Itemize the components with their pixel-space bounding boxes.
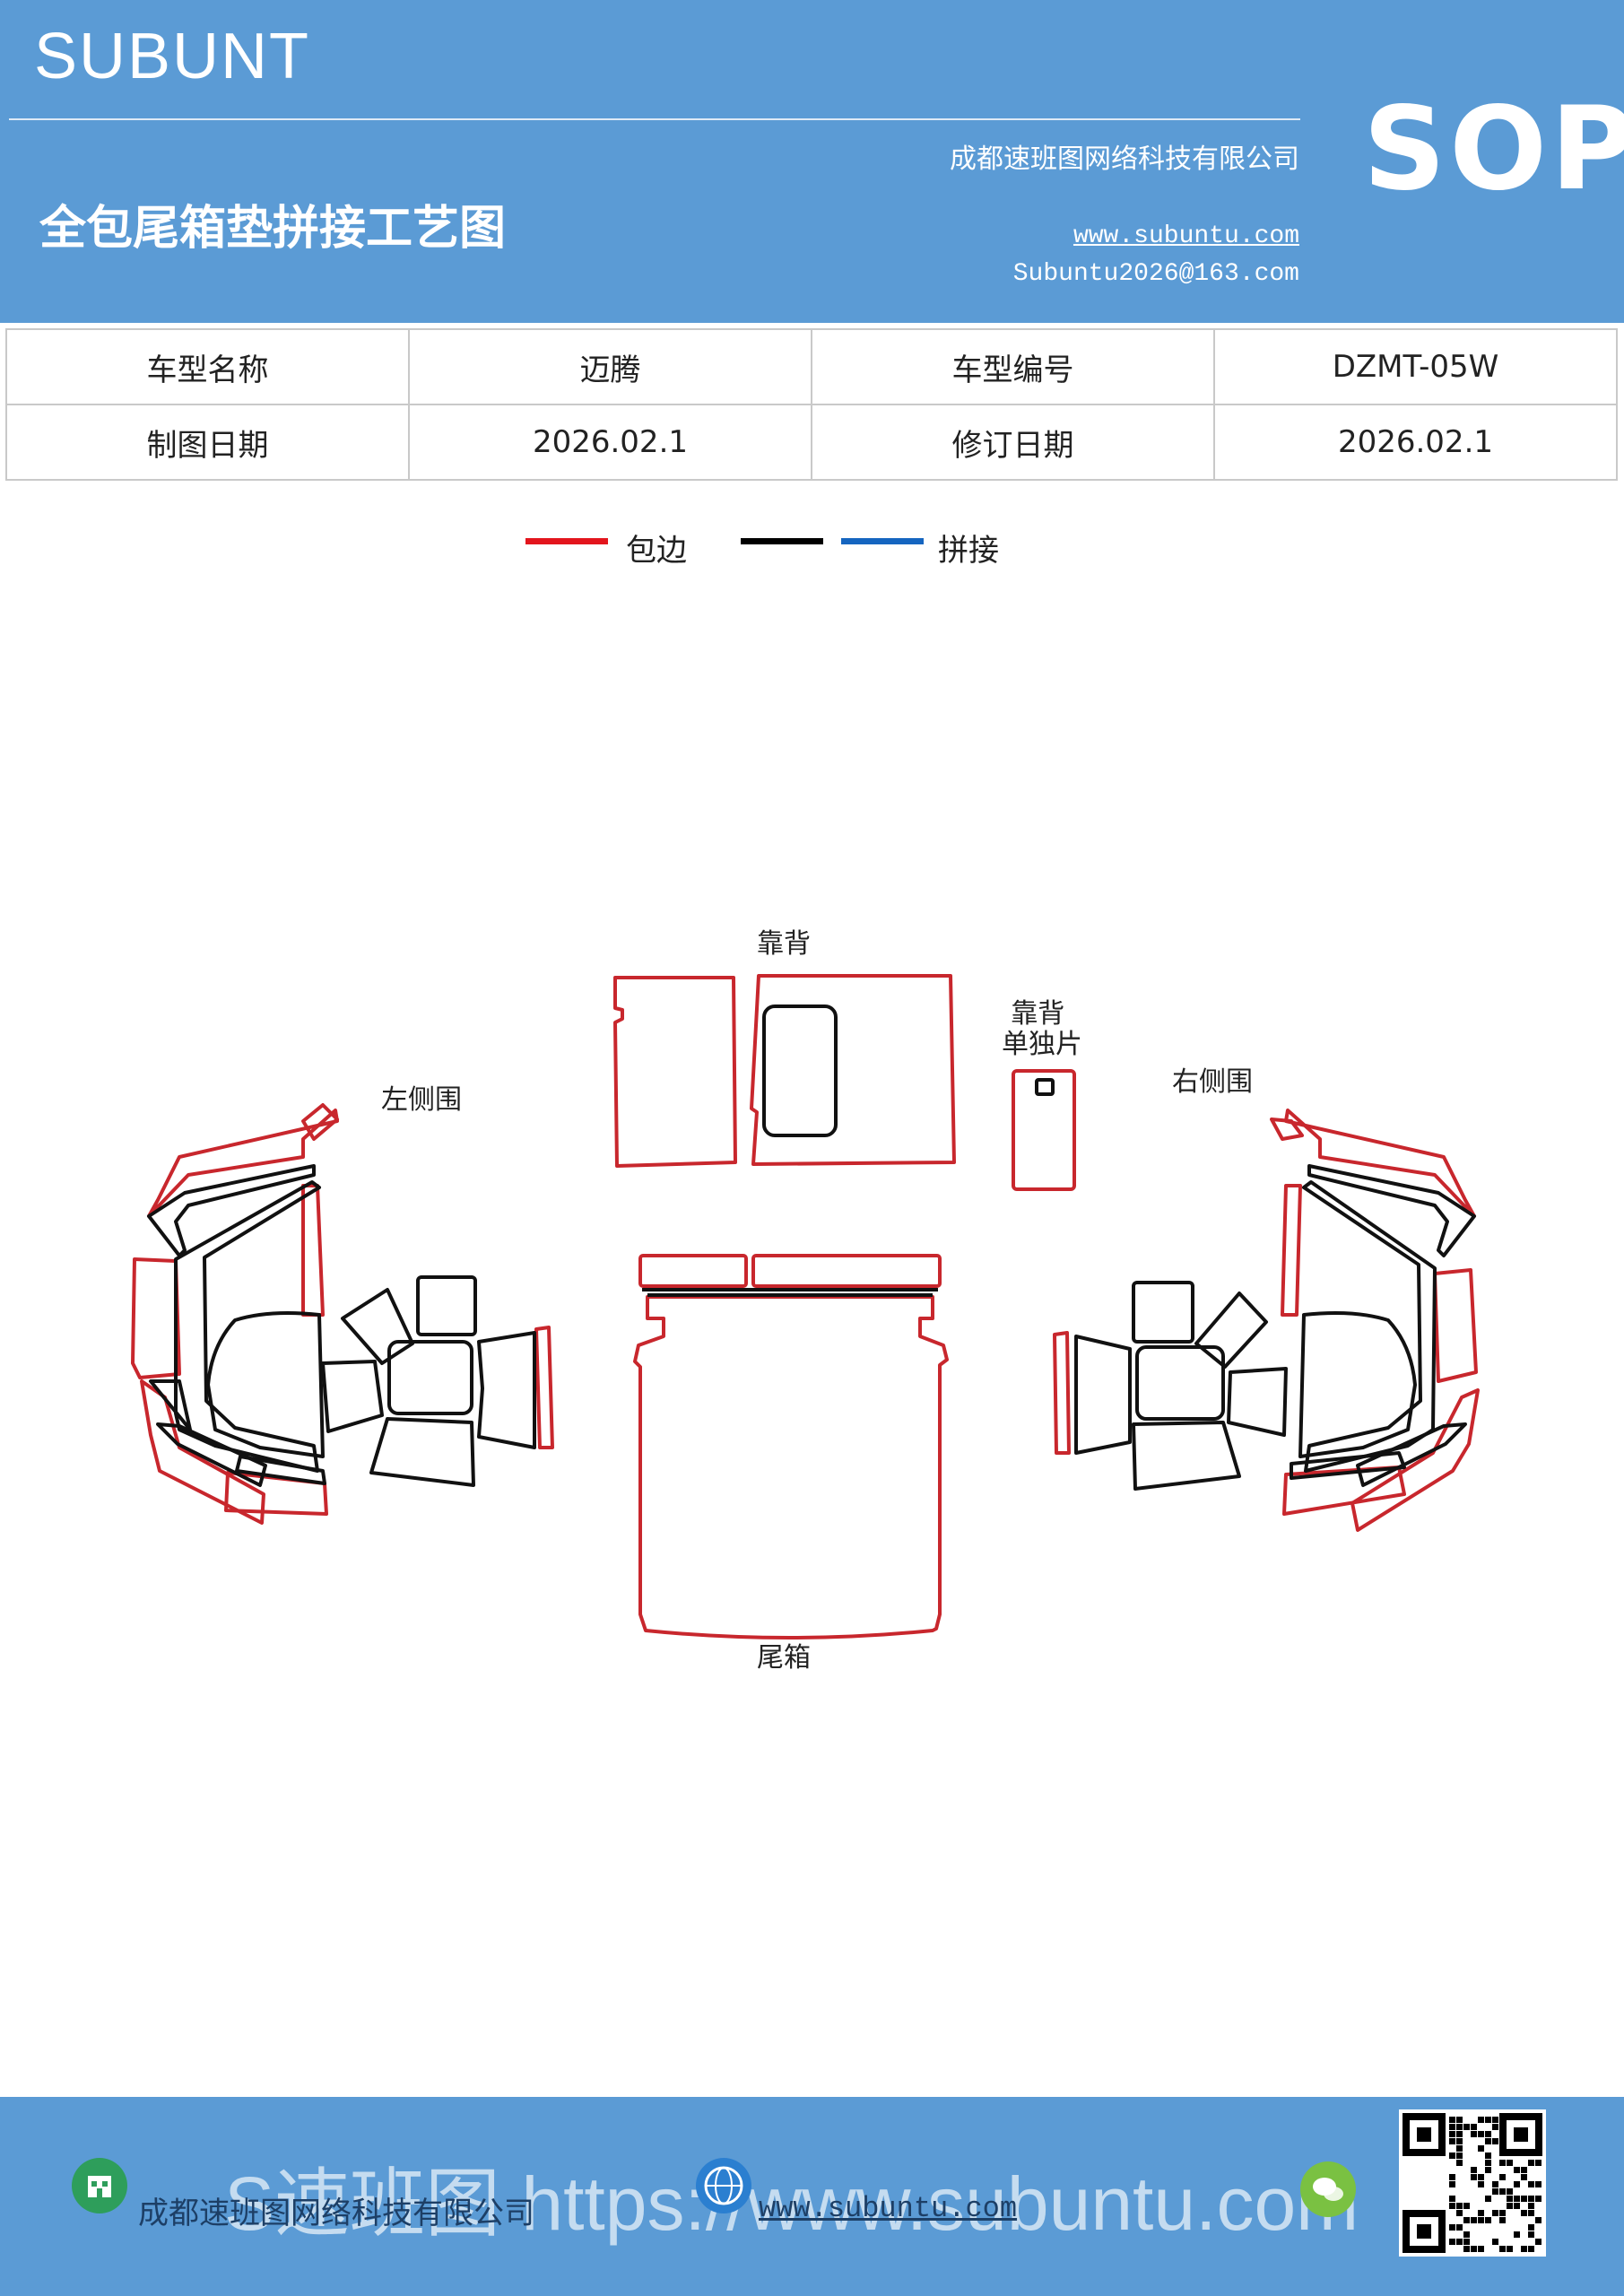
legend-label-edge: 包边 bbox=[626, 533, 687, 569]
header-divider bbox=[9, 118, 1300, 120]
table-cell: 2026.02.1 bbox=[1213, 404, 1618, 481]
left-side-inner-seam bbox=[174, 1180, 321, 1473]
label-trunk: 尾箱 bbox=[757, 1642, 811, 1674]
table-cell: 制图日期 bbox=[5, 404, 410, 481]
left-side-upper-seam bbox=[147, 1164, 316, 1257]
brand-name: SUBUNT bbox=[34, 21, 311, 92]
right-cluster-piece-5 bbox=[1074, 1335, 1132, 1455]
trunk-top-strip-right bbox=[751, 1254, 942, 1288]
label-left-side: 左侧围 bbox=[381, 1084, 462, 1116]
right-side-corner-piece bbox=[1270, 1118, 1304, 1141]
backrest-right-piece bbox=[750, 974, 956, 1166]
legend-label-seam: 拼接 bbox=[938, 533, 999, 569]
right-side-bottom-seam bbox=[1290, 1451, 1406, 1480]
left-side-bottom-seam bbox=[235, 1455, 326, 1485]
left-side-lower-piece bbox=[140, 1379, 265, 1525]
backrest-left-piece bbox=[613, 976, 737, 1168]
left-side-outer-piece bbox=[131, 1257, 181, 1379]
vehicle-info-table: 车型名称 迈腾 车型编号 DZMT-05W 制图日期 2026.02.1 修订日… bbox=[5, 328, 1618, 481]
table-row: 制图日期 2026.02.1 修订日期 2026.02.1 bbox=[5, 404, 1618, 481]
left-cluster-piece-5 bbox=[477, 1331, 536, 1449]
right-cluster-piece-6 bbox=[1132, 1421, 1241, 1491]
table-cell: 迈腾 bbox=[408, 328, 812, 405]
mat-cutting-diagram: 靠背 靠背 单独片 左侧围 右侧围 尾箱 bbox=[131, 928, 1480, 1674]
document-title: 全包尾箱垫拼接工艺图 bbox=[39, 202, 507, 256]
right-side-lower-piece bbox=[1350, 1388, 1480, 1532]
backrest-single-piece bbox=[1012, 1069, 1076, 1191]
left-side-corner-piece bbox=[301, 1103, 339, 1141]
right-cluster-piece-2 bbox=[1132, 1281, 1194, 1344]
right-side-upper-seam bbox=[1307, 1164, 1476, 1257]
website-link[interactable]: www.subuntu.com bbox=[1073, 222, 1299, 250]
legend-swatch-seam-black bbox=[741, 538, 823, 544]
building-icon bbox=[72, 2158, 127, 2213]
trunk-top-strip-left bbox=[638, 1254, 748, 1288]
right-side-inner-curve bbox=[1298, 1311, 1417, 1458]
qr-code bbox=[1399, 2109, 1546, 2257]
sop-badge: SOP bbox=[1363, 83, 1624, 216]
right-cluster-piece-1 bbox=[1194, 1292, 1268, 1369]
right-cluster-piece-3 bbox=[1135, 1345, 1225, 1421]
right-side-top-piece bbox=[1284, 1109, 1476, 1218]
legend: 包边 拼接 bbox=[525, 526, 1064, 570]
left-side-vertical-piece bbox=[301, 1184, 325, 1317]
left-cluster-piece-2 bbox=[416, 1275, 477, 1336]
footer-watermark: S速班图 https://www.subuntu.com bbox=[224, 2161, 1359, 2246]
right-side-inner-seam bbox=[1302, 1180, 1437, 1473]
globe-icon bbox=[696, 2158, 751, 2213]
left-cluster-piece-4 bbox=[321, 1360, 384, 1433]
left-side-top-piece bbox=[147, 1109, 339, 1218]
backrest-single-hole bbox=[1035, 1078, 1055, 1096]
right-side-small-strip bbox=[1053, 1331, 1071, 1455]
right-cluster-piece-4 bbox=[1227, 1367, 1288, 1437]
left-side-small-strip bbox=[534, 1326, 554, 1449]
wechat-icon bbox=[1300, 2161, 1356, 2217]
company-name: 成都速班图网络科技有限公司 bbox=[950, 144, 1299, 175]
trunk-main-piece bbox=[633, 1295, 949, 1639]
legend-swatch-edge bbox=[525, 538, 608, 544]
left-side-bottom-piece bbox=[224, 1471, 328, 1516]
legend-swatch-seam-blue bbox=[841, 538, 924, 544]
email-address: Subuntu2026@163.com bbox=[1012, 260, 1299, 288]
right-side-lower-seam bbox=[1356, 1422, 1467, 1487]
right-side-vertical-piece bbox=[1281, 1184, 1302, 1317]
table-cell: 车型名称 bbox=[5, 328, 410, 405]
diagram-labels: 靠背 靠背 单独片 左侧围 右侧围 尾箱 bbox=[381, 928, 1253, 1674]
table-cell: 修订日期 bbox=[811, 404, 1215, 481]
label-backrest-single: 靠背 单独片 bbox=[1002, 998, 1082, 1060]
table-row: 车型名称 迈腾 车型编号 DZMT-05W bbox=[5, 328, 1618, 405]
footer-website-link[interactable]: www.subuntu.com bbox=[759, 2192, 1018, 2225]
table-cell: DZMT-05W bbox=[1213, 328, 1618, 405]
left-side-inner-curve bbox=[206, 1311, 325, 1458]
header-banner: SUBUNT 全包尾箱垫拼接工艺图 成都速班图网络科技有限公司 www.subu… bbox=[0, 0, 1624, 323]
label-right-side: 右侧围 bbox=[1172, 1066, 1253, 1098]
table-cell: 2026.02.1 bbox=[408, 404, 812, 481]
table-cell: 车型编号 bbox=[811, 328, 1215, 405]
backrest-window-seam bbox=[762, 1004, 838, 1137]
left-cluster-piece-6 bbox=[369, 1417, 475, 1487]
label-backrest: 靠背 bbox=[757, 928, 811, 960]
left-cluster-piece-1 bbox=[341, 1288, 414, 1365]
footer-company: 成都速班图网络科技有限公司 bbox=[138, 2196, 534, 2231]
right-side-outer-piece bbox=[1433, 1268, 1478, 1383]
left-cluster-piece-3 bbox=[387, 1340, 473, 1415]
seam-pieces bbox=[147, 1004, 1476, 1491]
left-side-mid-seam bbox=[149, 1379, 192, 1431]
edge-pieces bbox=[131, 974, 1480, 1639]
